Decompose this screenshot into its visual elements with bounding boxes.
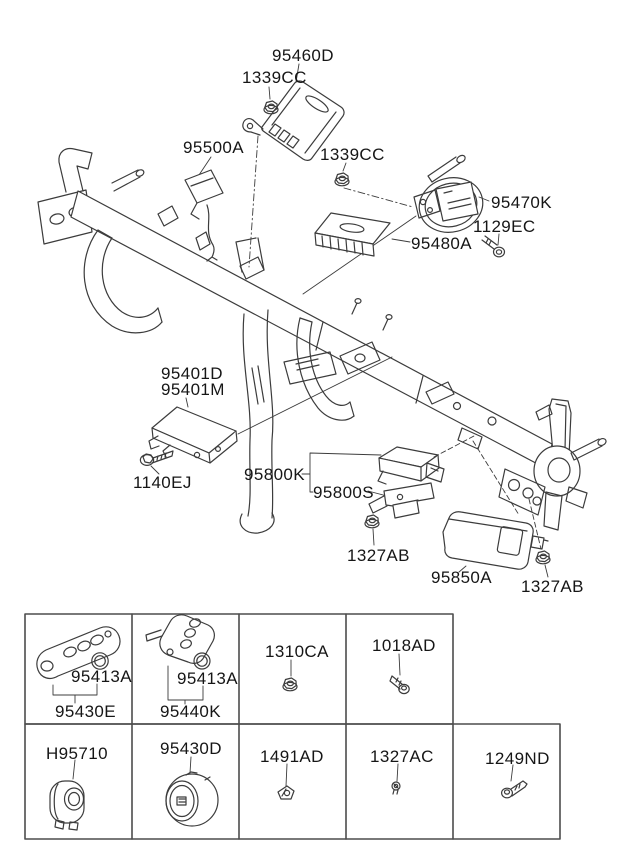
- part-label-1339cc-upper: 1339CC: [242, 68, 307, 87]
- part-label-95500a: 95500A: [183, 138, 245, 157]
- part-label-1327ac: 1327AC: [370, 747, 434, 766]
- part-label-1140ej: 1140EJ: [133, 473, 192, 492]
- part-label-95470k: 95470K: [491, 193, 553, 212]
- nut-1339cc-upper: [263, 86, 279, 115]
- sensor-95500a: [184, 156, 224, 262]
- part-label-95413a-ring1: 95413A: [71, 667, 133, 686]
- table-cell-1310ca: [239, 614, 346, 724]
- part-label-1327ab-left: 1327AB: [347, 546, 410, 565]
- part-label-1327ab-right: 1327AB: [521, 577, 584, 596]
- module-95460d: [242, 63, 345, 268]
- part-label-95401m: 95401M: [161, 380, 225, 399]
- nut-1327ab-left: [364, 514, 380, 546]
- table-cell-1249nd: [453, 724, 560, 839]
- bolt-1129ec: [481, 233, 506, 258]
- antenna-95470k: [302, 154, 490, 295]
- part-label-1129ec: 1129EC: [473, 217, 536, 236]
- module-95480a: [314, 212, 411, 257]
- table-cell-h95710: [25, 724, 132, 839]
- table-cell-1491ad: [239, 724, 346, 839]
- nut-1327ab-right: [535, 550, 551, 578]
- part-label-95440k: 95440K: [160, 702, 222, 721]
- part-label-95430d: 95430D: [160, 739, 222, 758]
- table-cell-1327ac: [346, 724, 453, 839]
- part-label-95430e: 95430E: [55, 702, 117, 721]
- part-label-95800s: 95800S: [313, 483, 375, 502]
- module-95800-group: [301, 435, 475, 519]
- part-label-1018ad: 1018AD: [372, 636, 436, 655]
- part-label-1339cc-mid: 1339CC: [320, 145, 385, 164]
- part-label-95401d: 95401D: [161, 364, 223, 383]
- part-label-h95710: H95710: [46, 744, 108, 763]
- table-cell-1018ad: [346, 614, 453, 724]
- module-95850a: [442, 440, 549, 573]
- bolt-1140ej: [139, 450, 174, 475]
- part-label-1249nd: 1249ND: [485, 749, 550, 768]
- part-label-1491ad: 1491AD: [260, 747, 324, 766]
- part-label-95413a-ring2: 95413A: [177, 669, 239, 688]
- part-label-95460d: 95460D: [272, 46, 334, 65]
- part-label-1310ca: 1310CA: [265, 642, 329, 661]
- part-label-95480a: 95480A: [411, 234, 473, 253]
- part-label-95850a: 95850A: [431, 568, 493, 587]
- part-label-95800k: 95800K: [244, 465, 306, 484]
- nut-1339cc-mid: [334, 162, 414, 208]
